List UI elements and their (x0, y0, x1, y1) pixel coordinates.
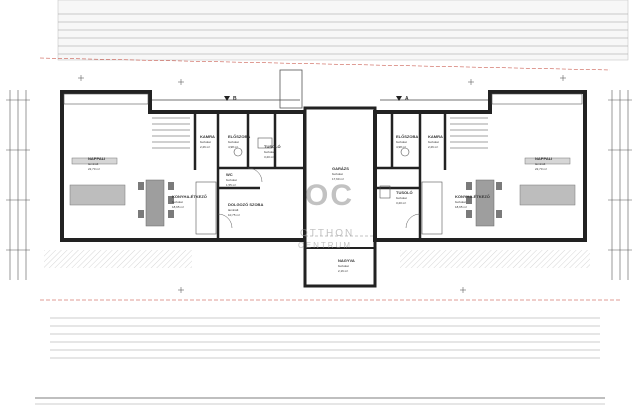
svg-text:ELŐSZOBA: ELŐSZOBA (228, 134, 250, 139)
section-marker-b: B (224, 96, 237, 102)
room-label-wc-left: WC burkolat 1,55 m² (226, 172, 237, 187)
svg-text:burkolat: burkolat (172, 200, 183, 204)
svg-text:OC: OC (305, 179, 354, 212)
site-lines-bottom (35, 299, 620, 405)
room-label-tusolo-right: TUSOLÓ burkolat 3,20 m² (396, 190, 413, 205)
svg-text:burkolat: burkolat (396, 140, 407, 144)
svg-text:burkolat: burkolat (228, 140, 239, 144)
svg-text:NAGYVA: NAGYVA (338, 258, 355, 263)
svg-text:WC: WC (226, 172, 233, 177)
svg-text:2,26 m²: 2,26 m² (428, 145, 438, 149)
survey-point-markers (78, 75, 566, 293)
svg-text:2,16 m²: 2,16 m² (338, 269, 348, 273)
unit-right (373, 90, 587, 242)
room-label-eloszoba-left: ELŐSZOBA burkolat 4,98 m² (228, 134, 250, 149)
svg-text:22,70 m²: 22,70 m² (535, 167, 547, 171)
svg-text:A: A (405, 96, 409, 102)
svg-text:22,70 m²: 22,70 m² (88, 167, 100, 171)
room-label-konyha-right: KONYHA-ÉTKEZŐ burkolat 18,65 m² (455, 194, 490, 209)
svg-text:2,26 m²: 2,26 m² (200, 145, 210, 149)
room-label-tusolo-left: TUSOLÓ burkolat 3,20 m² (264, 144, 281, 159)
dimension-lines-right (608, 90, 632, 280)
svg-text:3,20 m²: 3,20 m² (264, 155, 274, 159)
svg-text:18,65 m²: 18,65 m² (172, 205, 184, 209)
planting-strip-right (400, 250, 590, 268)
site-lines-top (39, 0, 629, 71)
svg-text:TUSOLÓ: TUSOLÓ (264, 144, 281, 149)
svg-text:DOLGOZÓ SZOBA: DOLGOZÓ SZOBA (228, 202, 263, 207)
room-label-nappali-left: NAPPALI laminált 22,70 m² (88, 156, 105, 171)
svg-text:NAPPALI: NAPPALI (88, 156, 105, 161)
svg-text:KAMRA: KAMRA (428, 134, 443, 139)
svg-text:17,60 m²: 17,60 m² (332, 177, 344, 181)
svg-text:laminált: laminált (228, 208, 239, 212)
svg-text:laminált: laminált (535, 162, 546, 166)
svg-text:laminált: laminált (88, 162, 99, 166)
svg-text:burkolat: burkolat (200, 140, 211, 144)
svg-text:burkolat: burkolat (332, 172, 343, 176)
room-label-konyha-left: KONYHA-ÉTKEZŐ burkolat 18,65 m² (172, 194, 207, 209)
unit-garage (279, 69, 377, 288)
svg-text:burkolat: burkolat (455, 200, 466, 204)
section-marker-a: A (396, 96, 409, 102)
svg-text:B: B (233, 96, 237, 102)
svg-text:burkolat: burkolat (226, 178, 237, 182)
planting-strip-left (44, 250, 192, 268)
svg-text:TUSOLÓ: TUSOLÓ (396, 190, 413, 195)
room-label-kamra-left: KAMRA burkolat 2,26 m² (200, 134, 215, 149)
room-label-nappali-right: NAPPALI laminált 22,70 m² (535, 156, 552, 171)
svg-text:burkolat: burkolat (428, 140, 439, 144)
svg-text:18,65 m²: 18,65 m² (455, 205, 467, 209)
svg-text:3,20 m²: 3,20 m² (396, 201, 406, 205)
svg-text:burkolat: burkolat (396, 196, 407, 200)
room-label-garazs: GARÁZS burkolat 17,60 m² (332, 166, 349, 181)
svg-text:OTTHON: OTTHON (300, 228, 354, 239)
room-label-eloszoba-right: ELŐSZOBA burkolat 4,98 m² (396, 134, 418, 149)
dimension-lines-left (6, 90, 30, 280)
svg-text:ELŐSZOBA: ELŐSZOBA (396, 134, 418, 139)
svg-text:KONYHA-ÉTKEZŐ: KONYHA-ÉTKEZŐ (455, 194, 490, 199)
unit-left (60, 90, 307, 242)
svg-text:KONYHA-ÉTKEZŐ: KONYHA-ÉTKEZŐ (172, 194, 207, 199)
room-label-kamra-right: KAMRA burkolat 2,26 m² (428, 134, 443, 149)
svg-text:4,98 m²: 4,98 m² (228, 145, 238, 149)
svg-text:CENTRUM: CENTRUM (298, 241, 352, 250)
svg-text:10,75 m²: 10,75 m² (228, 213, 240, 217)
svg-text:KAMRA: KAMRA (200, 134, 215, 139)
svg-text:burkolat: burkolat (264, 150, 275, 154)
watermark-logo: OC OTTHON CENTRUM (298, 179, 354, 250)
svg-text:GARÁZS: GARÁZS (332, 166, 349, 171)
room-label-dolgozo-left: DOLGOZÓ SZOBA laminált 10,75 m² (228, 202, 263, 217)
svg-text:NAPPALI: NAPPALI (535, 156, 552, 161)
room-label-nagyva: NAGYVA burkolat 2,16 m² (338, 258, 355, 273)
svg-text:1,55 m²: 1,55 m² (226, 183, 236, 187)
svg-text:4,98 m²: 4,98 m² (396, 145, 406, 149)
svg-text:burkolat: burkolat (338, 264, 349, 268)
